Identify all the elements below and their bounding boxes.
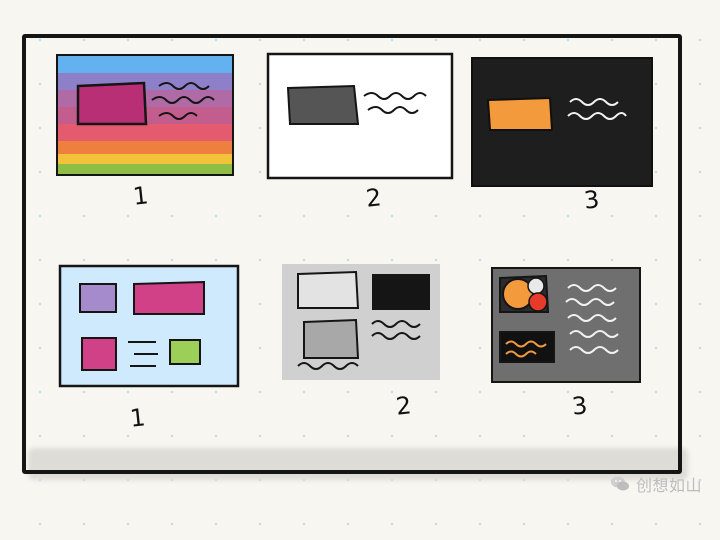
sheet-shadow: [28, 448, 688, 480]
label-row2-1: 1: [128, 403, 147, 433]
panel-row1-rainbow: [56, 54, 234, 176]
watermark: 创想如山: [610, 472, 702, 496]
rainbow-card-drawing: [56, 54, 234, 176]
gray-card-drawing: [282, 264, 440, 380]
panel-row2-lightblue: [58, 262, 240, 388]
panel-row2-darkgray: [490, 266, 642, 384]
darkgray-card-drawing: [491, 267, 641, 383]
label-row2-2: 2: [394, 391, 413, 421]
label-row1-2: 2: [364, 183, 383, 213]
sketch-sheet-frame: [22, 34, 682, 474]
panel-row2-gray: [280, 262, 442, 382]
label-row2-3: 3: [570, 391, 589, 421]
wechat-icon: [610, 475, 630, 493]
label-row1-1: 1: [131, 181, 150, 211]
dark-card-drawing: [471, 57, 653, 187]
lightblue-card-drawing: [58, 264, 240, 388]
panel-row1-white: [266, 52, 454, 180]
white-card-drawing: [266, 52, 454, 180]
panel-row1-dark: [470, 56, 654, 188]
label-row1-3: 3: [582, 185, 601, 215]
watermark-text: 创想如山: [636, 476, 703, 495]
